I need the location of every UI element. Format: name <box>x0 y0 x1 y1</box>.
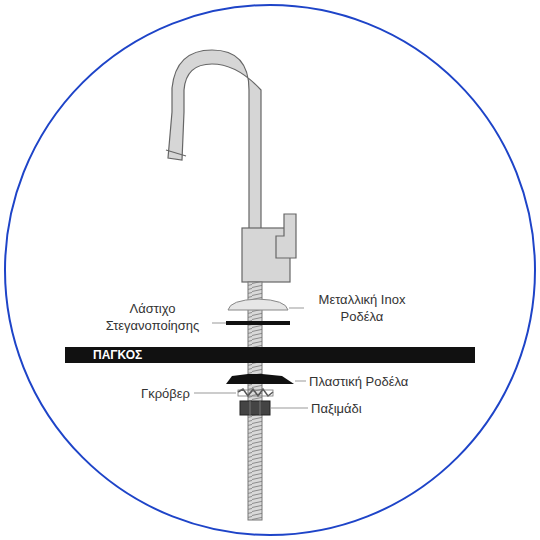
band-label: ΠΑΓΚΟΣ <box>93 348 475 362</box>
nut-label: Παξιμάδι <box>311 400 411 417</box>
leader-line <box>271 408 308 409</box>
steel-washer <box>228 299 288 310</box>
rubber-seal <box>226 321 290 325</box>
nut-edge <box>260 401 261 415</box>
handle-lever <box>276 214 296 258</box>
grover-label: Γκρόβερ <box>100 385 190 402</box>
counter-band: ΠΑΓΚΟΣ <box>65 347 475 363</box>
plastic-washer <box>226 374 294 384</box>
leader-line <box>212 323 226 324</box>
plastic-washer-label: Πλαστική Ροδέλα <box>309 373 449 390</box>
grover-outline <box>238 390 273 396</box>
steel-washer-label: Μεταλλική Inox Ροδέλα <box>306 291 418 325</box>
leader-line <box>194 393 236 394</box>
nut-edge <box>250 401 251 415</box>
spout-tip <box>166 150 186 156</box>
leader-line <box>295 381 306 382</box>
nut <box>240 401 270 415</box>
grover-washer <box>238 389 273 396</box>
frame-circle <box>5 5 535 535</box>
leader-line <box>289 308 304 309</box>
seal-label: Λάστιχο Στεγανοποίησης <box>95 300 210 334</box>
spout <box>168 50 261 232</box>
